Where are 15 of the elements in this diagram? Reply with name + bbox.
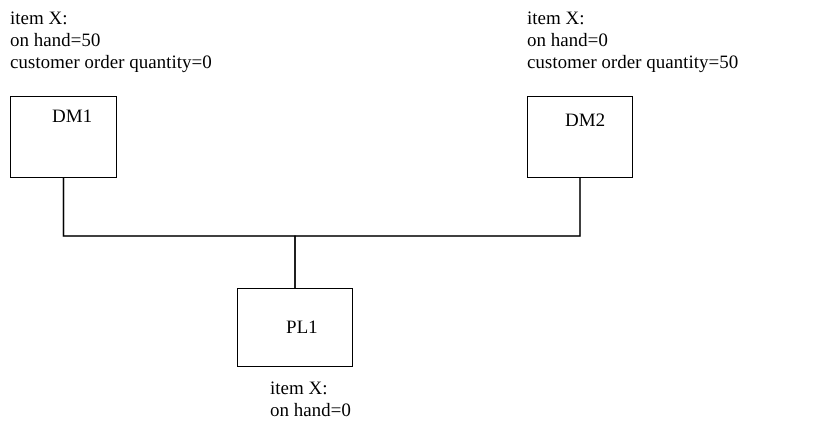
annotation-text: customer order quantity=0 [10, 52, 212, 74]
node-box [10, 96, 117, 178]
node-box [237, 288, 353, 367]
annotation-text: on hand=0 [527, 30, 609, 52]
annotation-text: customer order quantity=50 [527, 52, 738, 74]
annotation-text: on hand=50 [10, 30, 102, 52]
node-label: DM2 [565, 110, 606, 132]
node-label: PL1 [286, 317, 318, 339]
annotation-text: item X: [270, 378, 329, 400]
annotation-text: item X: [10, 8, 69, 30]
node-box [527, 96, 633, 178]
annotation-text: item X: [527, 8, 586, 30]
annotation-text: on hand=0 [270, 400, 351, 422]
node-label: DM1 [52, 106, 92, 128]
connector-line [294, 178, 581, 288]
